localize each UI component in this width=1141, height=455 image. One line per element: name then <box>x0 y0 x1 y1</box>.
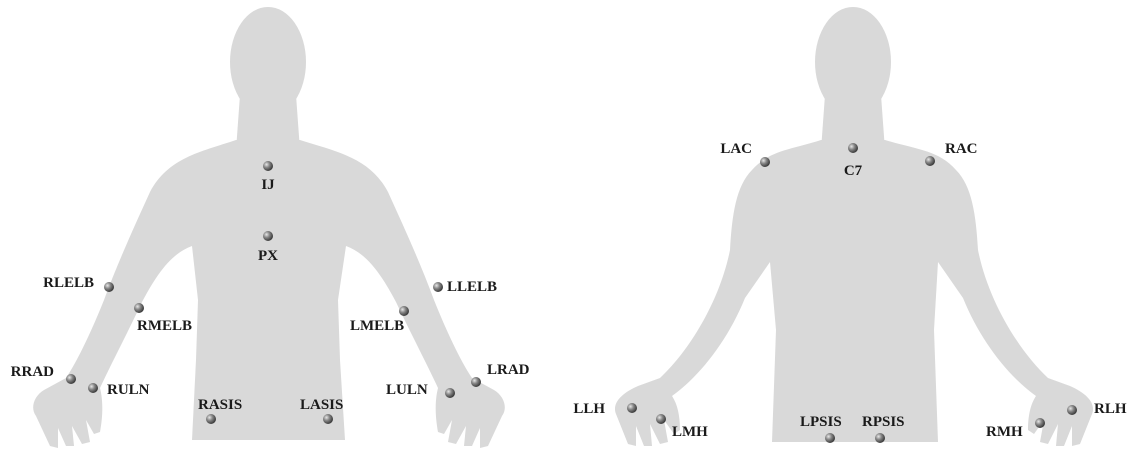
marker-dot-rac <box>925 156 935 166</box>
marker-rac: RAC <box>925 141 978 166</box>
marker-dot-rmelb <box>134 303 144 313</box>
marker-label-rac: RAC <box>945 141 978 157</box>
marker-dot-ij <box>263 161 273 171</box>
front-figure: IJ PX RLELB RMELB LLELB LMELB RRAD RULN LRAD LULN… <box>11 7 530 448</box>
marker-dot-ruln <box>88 383 98 393</box>
marker-lac: LAC <box>720 141 770 167</box>
marker-label-llh: LLH <box>573 401 605 417</box>
marker-label-rmh: RMH <box>986 424 1023 440</box>
marker-dot-lasis <box>323 414 333 424</box>
marker-label-rmelb: RMELB <box>137 318 192 334</box>
marker-label-lmh: LMH <box>672 424 708 440</box>
marker-label-lpsis: LPSIS <box>800 414 842 430</box>
marker-dot-lac <box>760 157 770 167</box>
marker-label-ij: IJ <box>261 177 275 193</box>
front-silhouette <box>33 7 505 448</box>
marker-dot-lmh <box>656 414 666 424</box>
marker-lmelb: LMELB <box>350 306 409 334</box>
marker-rlelb: RLELB <box>43 275 114 292</box>
marker-label-px: PX <box>258 248 278 264</box>
marker-dot-c7 <box>848 143 858 153</box>
back-silhouette <box>615 7 1093 446</box>
marker-dot-rlelb <box>104 282 114 292</box>
marker-dot-rrad <box>66 374 76 384</box>
marker-label-lrad: LRAD <box>487 362 530 378</box>
back-figure: LAC C7 RAC LLH LMH LPSIS RPSIS RMH RLH <box>573 7 1127 446</box>
marker-label-luln: LULN <box>386 382 428 398</box>
marker-label-rrad: RRAD <box>11 364 54 380</box>
marker-dot-luln <box>445 388 455 398</box>
marker-label-rlh: RLH <box>1094 401 1127 417</box>
marker-dot-lrad <box>471 377 481 387</box>
marker-rmelb: RMELB <box>134 303 192 334</box>
marker-label-rasis: RASIS <box>198 397 242 413</box>
marker-dot-llelb <box>433 282 443 292</box>
marker-label-lasis: LASIS <box>300 397 343 413</box>
marker-llelb: LLELB <box>433 279 497 295</box>
marker-label-c7: C7 <box>844 163 863 179</box>
marker-label-lmelb: LMELB <box>350 318 404 334</box>
marker-label-lac: LAC <box>720 141 752 157</box>
marker-dot-rlh <box>1067 405 1077 415</box>
marker-dot-llh <box>627 403 637 413</box>
marker-lrad: LRAD <box>471 362 530 387</box>
marker-dot-lpsis <box>825 433 835 443</box>
marker-label-ruln: RULN <box>107 382 150 398</box>
marker-dot-lmelb <box>399 306 409 316</box>
marker-label-llelb: LLELB <box>447 279 497 295</box>
marker-label-rlelb: RLELB <box>43 275 94 291</box>
marker-dot-rasis <box>206 414 216 424</box>
marker-dot-rpsis <box>875 433 885 443</box>
marker-dot-rmh <box>1035 418 1045 428</box>
marker-dot-px <box>263 231 273 241</box>
marker-label-rpsis: RPSIS <box>862 414 905 430</box>
